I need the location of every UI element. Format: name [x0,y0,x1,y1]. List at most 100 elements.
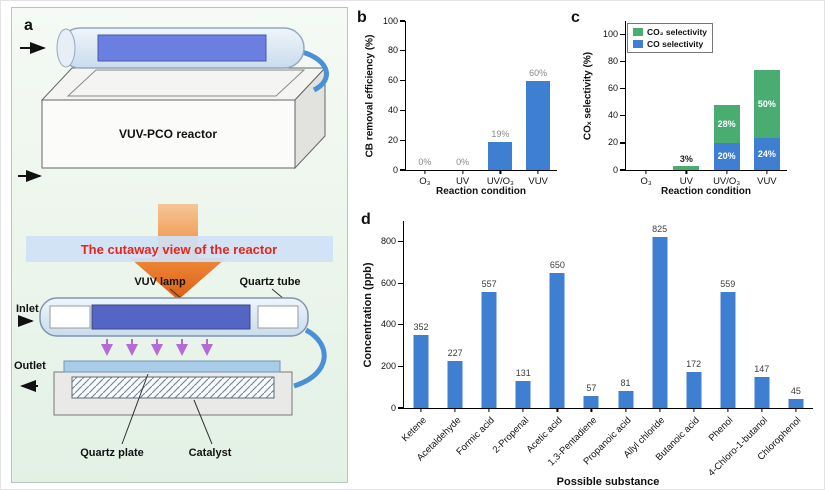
bar-value-label: 3% [679,153,693,164]
bar [673,21,700,170]
bar-value-label: 0% [418,157,432,167]
category-label: Ketene [399,415,429,445]
banner [26,236,333,262]
bar-value-label: 81 [620,378,631,389]
bar-group: O₃ [626,21,666,187]
bar-segment: 28% [713,105,740,143]
x-axis-title-b: Reaction condition [436,186,526,197]
bar: 19% [488,129,513,170]
bar: 227 [448,348,463,408]
pointer-line [121,373,149,445]
x-axis-title-d: Possible substance [556,476,660,488]
bar: 45 [788,386,804,408]
bar: 131 [516,368,531,408]
pointer-line [193,399,213,445]
bar: 20% 28% [713,21,740,170]
bar-group: 20% 28% UV/O₃ [707,21,747,187]
bar-group: 0% O₃ [406,21,444,187]
uv-rays [101,339,213,356]
recycle-pipe [301,49,329,93]
bar-value-label: 131 [515,367,531,378]
bar-value-label: 147 [754,364,770,375]
bar-value-label: 0% [456,157,470,167]
category-label: O₃ [640,176,652,187]
y-axis-title-c: COₓ selectivity (%) [582,51,594,141]
category-label: VUV [757,176,777,187]
catalyst-label: Catalyst [189,447,232,459]
bar-value-label: 172 [686,359,702,370]
panel-letter-c: c [571,9,580,26]
bar: 57 [583,383,599,408]
segment-value-label: 24% [757,148,776,159]
vuv-lamp-label: VUV lamp [134,276,186,288]
bar-group: 24% 50% VUV [747,21,787,187]
x-axis-title-c: Reaction condition [661,186,751,197]
category-label: O₃ [419,176,431,187]
vuv-lamp-cutaway [91,304,251,330]
tube-end-cap [56,28,76,68]
vuv-lamp-3d [97,34,267,62]
panel-letter-d: d [361,211,371,228]
bar: 24% 50% [753,21,780,170]
bar-group: 19%UV/O₃ [482,21,520,187]
legend-item-co: CO selectivity [633,39,707,49]
reactor-3d-view: VUV-PCO reactor [18,27,329,182]
tube-cap-right [257,305,299,329]
tube-cap-left [49,305,91,329]
bar-group: 147 4-Chloro-1-butanol [706,221,779,478]
quartz-plate-label: Quartz plate [80,447,144,459]
bar-segment: 20% [713,142,740,170]
category-label: 4-Chloro-1-butanol [705,415,770,479]
co-selectivity-swatch [633,40,643,48]
bar-segment: 50% [753,69,780,138]
category-label: UV [679,176,693,187]
bar-value-label: 60% [529,67,548,78]
co2-selectivity-swatch [633,28,643,36]
bar: 147 [754,364,769,408]
panel-a-reactor-diagram: a VUV-PCO reactor The cutaway view of th… [11,7,348,483]
connecting-pipe [293,327,327,389]
category-label: VUV [528,176,548,187]
cutaway-transition: The cutaway view of the reactor [26,204,333,300]
quartz-tube-label: Quartz tube [239,276,300,288]
bar: 557 [482,279,497,408]
panel-letter-b: b [357,9,367,26]
bar-value-label: 559 [720,278,736,289]
inlet-label: Inlet [16,303,39,315]
legend-label-co2: CO₂ selectivity [647,27,707,37]
bar-value-label: 557 [481,279,497,290]
bar-group: 60% VUV [519,21,557,187]
segment-value-label: 28% [717,118,736,129]
quartz-plate-shape [63,360,281,373]
panel-c-cox-selectivity-chart: c COₓ selectivity (%) CO₂ selectivity CO… [569,7,821,203]
cutaway-view: VUV lamp Quartz tube Inlet [14,276,327,459]
legend: CO₂ selectivity CO selectivity [627,23,713,53]
outlet-label: Outlet [14,360,46,372]
bar-value-label: 45 [790,385,801,396]
bar-group: 0% UV [444,21,482,187]
bar: 172 [686,359,701,408]
bar-value-label: 352 [413,321,429,332]
category-label: 2-Propenal [490,415,532,456]
reactor-name: VUV-PCO reactor [119,127,217,141]
category-label: UV [456,176,470,187]
category-label: UV/O₃ [713,176,741,187]
segment-value-label: 50% [757,98,776,109]
bar-value-label: 227 [447,347,463,358]
reactor-schematic: a VUV-PCO reactor The cutaway view of th… [14,17,333,459]
panel-letter-a: a [24,17,33,34]
bar: 825 [652,224,667,408]
block-front-face [41,99,296,169]
bar-value-label: 650 [549,259,565,270]
lamp-frame [66,69,306,97]
bar: 650 [550,260,565,408]
